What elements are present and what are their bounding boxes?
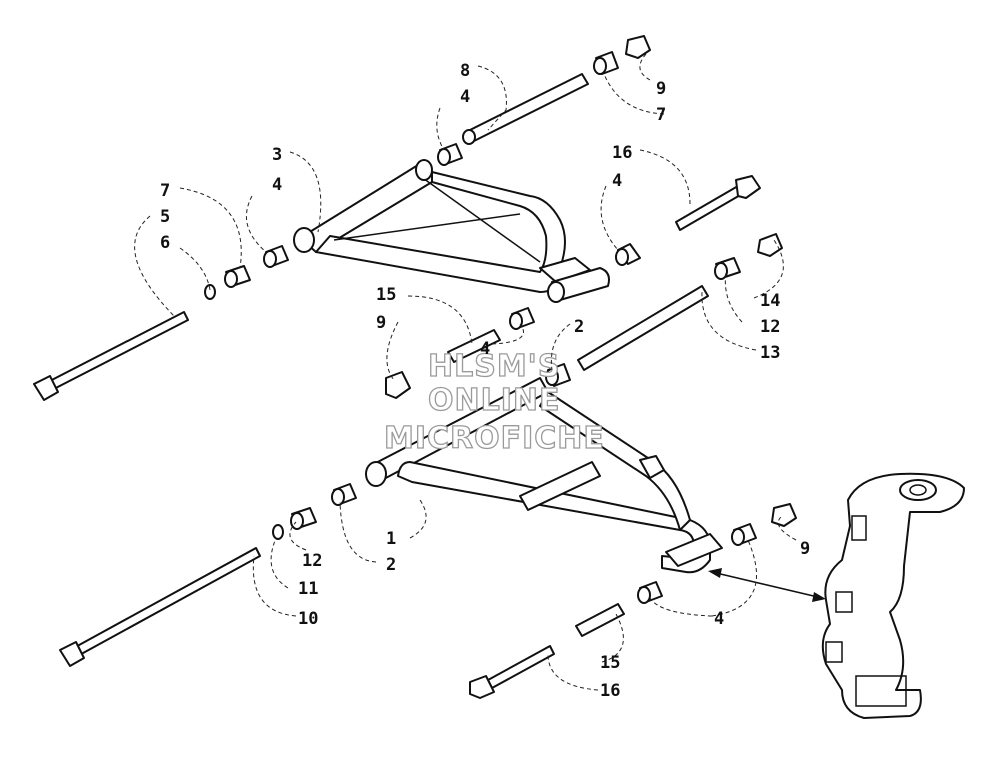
callout-4: 4 <box>272 175 282 195</box>
callout-12: 12 <box>760 317 780 337</box>
watermark: HLSM'S ONLINE MICROFICHE <box>383 348 605 456</box>
lower-a-arm <box>365 377 723 574</box>
watermark-line3: MICROFICHE <box>384 421 605 456</box>
callout-14: 14 <box>760 291 780 311</box>
callout-2: 2 <box>574 317 584 337</box>
callout-10: 10 <box>298 609 318 629</box>
callout-1: 1 <box>386 529 396 549</box>
callout-3: 3 <box>272 145 282 165</box>
lower-left-bolt <box>59 483 357 667</box>
upper-a-arm <box>293 159 610 303</box>
callout-4: 4 <box>612 171 622 191</box>
callout-15: 15 <box>600 653 620 673</box>
callout-7: 7 <box>656 105 666 125</box>
callout-12: 12 <box>302 551 322 571</box>
callout-9: 9 <box>656 79 666 99</box>
callout-5: 5 <box>160 207 170 227</box>
callout-4: 4 <box>460 87 470 107</box>
callout-4: 4 <box>714 609 724 629</box>
watermark-line1: HLSM'S <box>428 349 560 384</box>
callout-16: 16 <box>612 143 632 163</box>
mid-right-stack <box>545 233 783 387</box>
callout-7: 7 <box>160 181 170 201</box>
leader-lines <box>134 53 797 691</box>
callout-2: 2 <box>386 555 396 575</box>
callout-9: 9 <box>376 313 386 333</box>
mid-left-stack <box>385 307 535 399</box>
callout-8: 8 <box>460 61 470 81</box>
callout-16: 16 <box>600 681 620 701</box>
callout-4: 4 <box>480 339 490 359</box>
upper-left-bolt <box>33 245 289 401</box>
bushing-upper-right <box>615 243 641 266</box>
callout-9: 9 <box>800 539 810 559</box>
lower-right-stack <box>469 503 797 699</box>
callout-13: 13 <box>760 343 780 363</box>
upper-front-bolt <box>675 175 761 231</box>
callout-6: 6 <box>160 233 170 253</box>
upper-shaft <box>437 35 651 166</box>
callout-11: 11 <box>298 579 318 599</box>
steering-knuckle <box>821 472 965 719</box>
callout-15: 15 <box>376 285 396 305</box>
callout-labels: 8 4 9 7 16 4 3 4 7 5 6 14 12 13 15 9 4 2… <box>160 61 810 701</box>
watermark-line2: ONLINE <box>428 383 561 418</box>
assembly-arrow <box>708 568 826 602</box>
